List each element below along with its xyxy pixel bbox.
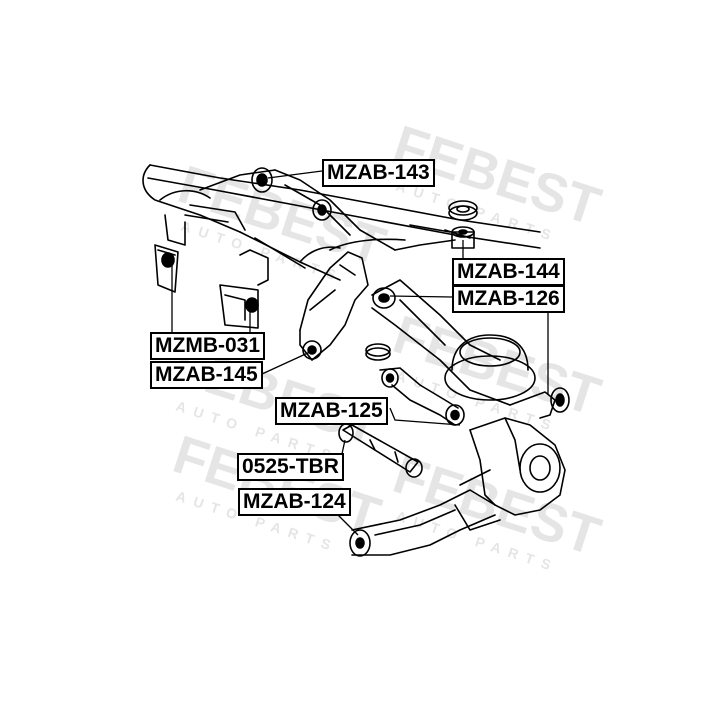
callout-mzab-144: MZAB-144 (452, 258, 565, 286)
callout-0525-tbr: 0525-TBR (237, 453, 344, 481)
trailing-bracket (299, 251, 369, 361)
callout-mzab-124: MZAB-124 (238, 488, 351, 516)
leader-mzab-145 (261, 351, 311, 375)
callout-mzab-145: MZAB-145 (150, 361, 263, 389)
callout-mzab-143: MZAB-143 (322, 159, 435, 187)
leader-mzab-125 (389, 407, 461, 426)
leader-mzab-126-a (389, 295, 453, 298)
suspension-line-art (142, 164, 570, 557)
callout-mzab-126: MZAB-126 (452, 285, 565, 313)
leader-mzab-143 (267, 170, 323, 179)
left-mount-bracket (154, 214, 269, 329)
lateral-link-upper (379, 367, 465, 426)
callout-mzab-125: MZAB-125 (275, 397, 388, 425)
callout-mzmb-031: MZMB-031 (150, 332, 266, 360)
knuckle (454, 417, 566, 531)
toe-link (338, 423, 423, 478)
spring-seat (365, 334, 570, 419)
upper-control-arm (371, 279, 511, 406)
lower-control-arm (349, 489, 496, 557)
bushing-mzab-143-upper (251, 167, 273, 193)
